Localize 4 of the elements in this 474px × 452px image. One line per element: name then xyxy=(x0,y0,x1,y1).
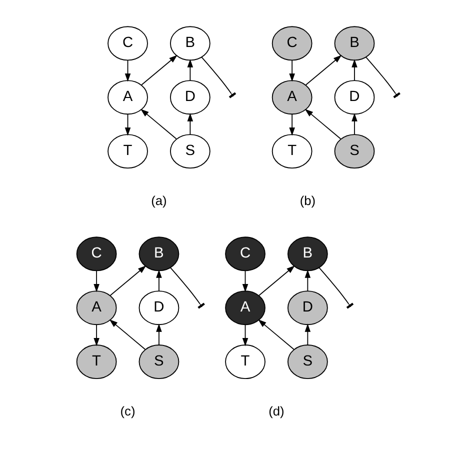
label: (d) xyxy=(268,404,284,419)
label: (c) xyxy=(120,404,136,419)
label: (a) xyxy=(151,193,167,208)
label: (b) xyxy=(300,193,316,208)
